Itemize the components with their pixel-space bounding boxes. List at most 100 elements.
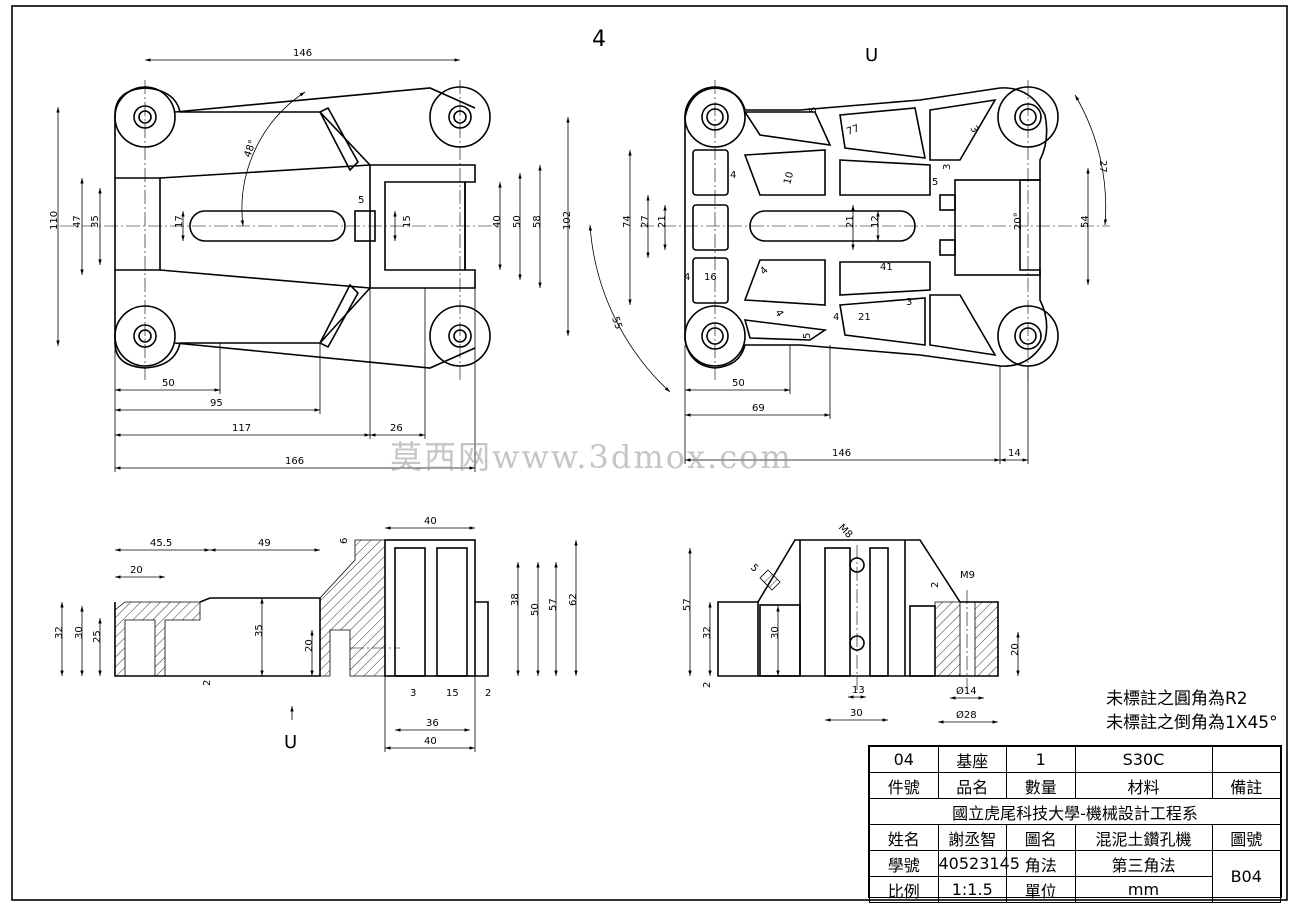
- dim-3a: 3: [967, 124, 980, 135]
- dim-32s: 32: [702, 626, 713, 639]
- dim-30s: 30: [770, 626, 781, 639]
- header-projection: 角法: [1006, 850, 1076, 877]
- dim-50: 50: [732, 378, 745, 389]
- dim-47: 47: [72, 215, 83, 228]
- dim-4c: 4: [758, 265, 770, 277]
- header-part-no: 件號: [869, 772, 939, 799]
- dim-2b: 2: [485, 688, 491, 699]
- header-scale: 比例: [869, 876, 939, 903]
- dim-20-deg: 20°: [1013, 212, 1024, 230]
- dim-40: 40: [424, 516, 437, 527]
- dim-25: 25: [92, 630, 103, 643]
- dim-4e: 4: [833, 312, 839, 323]
- note-fillet: 未標註之圓角為R2: [1106, 689, 1248, 709]
- dim-2s: 2: [930, 582, 941, 588]
- dim-5c: 5: [802, 333, 813, 339]
- dim-20s: 20: [1010, 643, 1021, 656]
- dim-27a: 27: [1097, 160, 1108, 173]
- header-drawing-name: 圖名: [1006, 824, 1076, 851]
- bottom-view: 5 77 3 27 10 4 3 5 74 27 21 21 12 20° 54…: [588, 80, 1110, 464]
- watermark: 莫西网www.3dmox.com: [390, 438, 793, 476]
- quantity: 1: [1006, 746, 1076, 773]
- student-no: 40523145: [937, 850, 1020, 877]
- dim-21a: 21: [657, 215, 668, 228]
- school-name: 國立虎尾科技大學-機械設計工程系: [869, 798, 1281, 825]
- dim-3c: 3: [906, 297, 912, 308]
- dim-146b: 146: [832, 448, 851, 459]
- dim-40: 40: [492, 215, 503, 228]
- dim-36: 36: [426, 718, 439, 729]
- header-unit: 單位: [1006, 876, 1076, 903]
- header-name: 姓名: [869, 824, 939, 851]
- dim-3b: 3: [942, 164, 953, 170]
- dim-17: 17: [174, 215, 185, 228]
- dim-15: 15: [446, 688, 459, 699]
- dim-6: 6: [339, 538, 350, 544]
- dim-13: 13: [852, 685, 865, 696]
- dim-58: 58: [532, 215, 543, 228]
- dim-m9: M9: [960, 570, 975, 581]
- dim-5a: 5: [808, 107, 819, 113]
- dim-10: 10: [782, 171, 796, 186]
- dim-27b: 27: [640, 215, 651, 228]
- dim-32: 32: [54, 626, 65, 639]
- dim-50f: 50: [530, 603, 541, 616]
- dim-5: 5: [358, 195, 364, 206]
- designer-name: 謝丞智: [937, 824, 1007, 851]
- dim-4d: 4: [772, 308, 785, 319]
- sheet-border: [11, 5, 1288, 901]
- dim-dia-28: Ø28: [956, 709, 977, 721]
- header-part-name: 品名: [937, 772, 1007, 799]
- part-no: 04: [869, 746, 939, 773]
- dim-30: 30: [74, 626, 85, 639]
- dim-38: 38: [510, 593, 521, 606]
- dim-20: 20: [130, 565, 143, 576]
- dim-49: 49: [258, 538, 271, 549]
- dim-21b: 21: [845, 215, 856, 228]
- dim-57s: 57: [682, 598, 693, 611]
- dim-54: 54: [1080, 215, 1091, 228]
- view-label-top: U: [865, 45, 878, 66]
- dim-2: 2: [202, 680, 213, 686]
- header-quantity: 數量: [1006, 772, 1076, 799]
- dim-146: 146: [293, 48, 312, 59]
- dim-30bs: 30: [850, 708, 863, 719]
- note-chamfer: 未標註之倒角為1X45°: [1106, 713, 1278, 733]
- title-block: 04 基座 1 S30C 件號 品名 數量 材料 備註 國立虎尾科技大學-機械設…: [868, 745, 1282, 903]
- dim-55: 55: [609, 315, 624, 331]
- dim-48-deg: 48°: [242, 139, 258, 159]
- header-material: 材料: [1074, 772, 1213, 799]
- dim-12: 12: [870, 215, 881, 228]
- drawing-no: B04: [1211, 850, 1281, 903]
- dim-15: 15: [402, 215, 413, 228]
- dim-20b: 20: [304, 639, 315, 652]
- drawing-name: 混泥土鑽孔機: [1074, 824, 1213, 851]
- dim-dia-14: Ø14: [956, 685, 977, 697]
- dim-4a: 4: [730, 170, 736, 181]
- dim-21c: 21: [858, 312, 871, 323]
- dim-50b: 50: [162, 378, 175, 389]
- header-remarks: 備註: [1211, 772, 1281, 799]
- dim-102: 102: [562, 211, 573, 230]
- dim-5s: 5: [748, 562, 760, 574]
- dim-69: 69: [752, 403, 765, 414]
- dim-77: 77: [845, 123, 861, 138]
- header-drawing-no: 圖號: [1211, 824, 1281, 851]
- dim-166: 166: [285, 456, 304, 467]
- dim-95: 95: [210, 398, 223, 409]
- dim-40b: 40: [424, 736, 437, 747]
- dim-2bs: 2: [702, 682, 713, 688]
- dim-117: 117: [232, 423, 251, 434]
- material: S30C: [1074, 746, 1213, 773]
- dim-m8: M8: [836, 522, 854, 540]
- view-label-bottom: U: [284, 732, 297, 753]
- remarks: [1211, 746, 1281, 773]
- dim-35: 35: [90, 215, 101, 228]
- dim-41: 41: [880, 262, 893, 273]
- dim-45-5: 45.5: [150, 538, 172, 549]
- scale: 1:1.5: [937, 876, 1007, 903]
- dim-62: 62: [568, 593, 579, 606]
- part-name: 基座: [937, 746, 1007, 773]
- dim-74: 74: [622, 215, 633, 228]
